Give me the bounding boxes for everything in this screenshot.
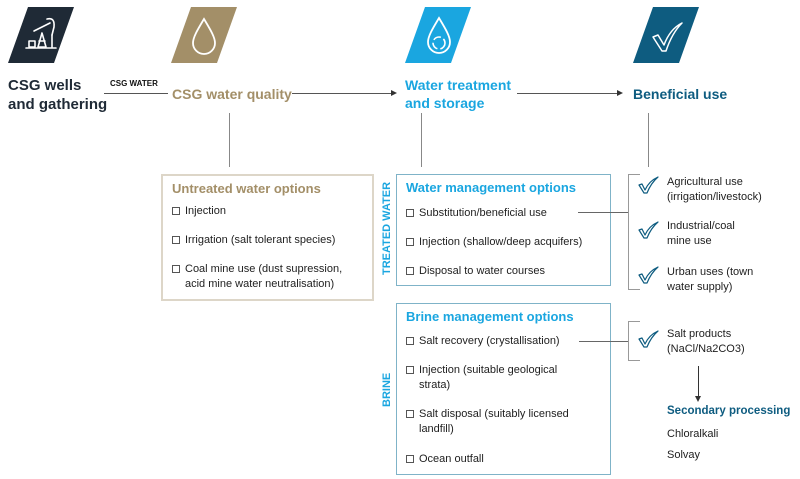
option-text-line: landfill) (419, 423, 454, 435)
use-text-line: (NaCl/Na2CO3) (667, 343, 745, 355)
option-item: Coal mine use (dust supression, acid mine… (172, 262, 342, 292)
option-text: Salt recovery (crystallisation) (419, 335, 560, 347)
option-text: Substitution/beneficial use (419, 207, 547, 219)
stage-icon-csg-wells (8, 7, 74, 63)
secondary-processing-item: Chloralkali (667, 428, 719, 440)
treated-water-side-label: TREATED WATER (381, 181, 393, 275)
option-item: Injection (suitable geological strata) (406, 363, 557, 393)
stage-label-line: CSG wells (8, 77, 82, 94)
use-text-line: (irrigation/livestock) (667, 191, 762, 203)
checkmark-icon (638, 176, 660, 194)
beneficial-use-item: Agricultural use (irrigation/livestock) (667, 175, 762, 205)
option-text: Irrigation (salt tolerant species) (185, 234, 336, 246)
checkbox-icon (406, 410, 414, 418)
option-text: Injection (suitable geological strata) (419, 363, 557, 393)
water-drop-icon (171, 7, 237, 63)
stage-label-line: Water treatment (405, 77, 512, 93)
checkbox-icon (172, 236, 180, 244)
box-title: Untreated water options (172, 181, 321, 196)
connector-line (421, 113, 422, 167)
option-item: Injection (172, 204, 226, 219)
connector-line (517, 93, 617, 94)
option-text: Salt disposal (suitably licensed landfill… (419, 407, 569, 437)
secondary-processing-title: Secondary processing (667, 405, 791, 417)
checkbox-icon (172, 265, 180, 273)
option-item: Disposal to water courses (406, 264, 545, 279)
connector-line (104, 93, 168, 94)
option-text: Injection (shallow/deep acquifers) (419, 236, 583, 248)
connector-line (229, 113, 230, 167)
connector-line (698, 366, 699, 396)
option-text-line: strata) (419, 379, 451, 391)
checkmark-icon (638, 221, 660, 239)
stage-icon-water-treatment (405, 7, 471, 63)
checkbox-icon (406, 455, 414, 463)
brine-management-options-box: Brine management options Salt recovery (… (396, 303, 611, 475)
option-item: Injection (shallow/deep acquifers) (406, 235, 582, 250)
checkmark-icon (638, 330, 660, 348)
checkmark-icon (633, 7, 699, 63)
use-text-line: water supply) (667, 281, 733, 293)
option-text: Coal mine use (dust supression, acid mine… (185, 262, 342, 292)
checkmark-icon (638, 266, 660, 284)
stage-label-csg-wells: CSG wells and gathering (8, 76, 107, 114)
use-text-line: Agricultural use (667, 176, 743, 188)
water-recycle-icon (405, 7, 471, 63)
brine-side-label: BRINE (381, 372, 393, 407)
use-text-line: Urban uses (town (667, 266, 754, 278)
stage-label-beneficial-use: Beneficial use (633, 86, 728, 102)
pump-jack-icon (8, 7, 74, 63)
salt-products-bracket (628, 321, 640, 361)
option-item: Salt disposal (suitably licensed landfill… (406, 407, 569, 437)
connector-line (648, 113, 649, 167)
option-text-line: Coal mine use (dust supression, (185, 263, 343, 275)
connector-line (578, 212, 628, 213)
connector-line (579, 341, 628, 342)
stage-label-water-quality: CSG water quality (172, 86, 292, 102)
checkbox-icon (406, 267, 414, 275)
untreated-water-options-box: Untreated water options Injection Irriga… (161, 174, 374, 301)
water-management-options-box: Water management options Substitution/be… (396, 174, 611, 286)
stage-icon-beneficial-use (633, 7, 699, 63)
salt-products-item: Salt products (NaCl/Na2CO3) (667, 327, 745, 357)
option-item: Salt recovery (crystallisation) (406, 334, 560, 349)
use-text-line: Industrial/coal (667, 220, 735, 232)
stage-icon-water-quality (171, 7, 237, 63)
csg-water-connector-label: CSG WATER (110, 79, 158, 88)
arrow-down-icon (695, 396, 701, 402)
box-title: Water management options (406, 180, 576, 195)
stage-label-line: and storage (405, 95, 485, 111)
beneficial-use-item: Industrial/coal mine use (667, 219, 735, 249)
use-text-line: Salt products (667, 328, 732, 340)
beneficial-use-bracket (628, 174, 640, 290)
stage-label-line: and gathering (8, 96, 108, 113)
option-item: Ocean outfall (406, 452, 484, 467)
beneficial-use-item: Urban uses (town water supply) (667, 265, 753, 295)
option-text-line: Salt disposal (suitably licensed (419, 408, 569, 420)
option-text: Injection (185, 205, 226, 217)
option-item: Substitution/beneficial use (406, 206, 547, 221)
arrow-right-icon (391, 90, 397, 96)
option-item: Irrigation (salt tolerant species) (172, 233, 335, 248)
checkbox-icon (172, 207, 180, 215)
connector-line (292, 93, 391, 94)
secondary-processing-item: Solvay (667, 449, 701, 461)
option-text: Ocean outfall (419, 453, 484, 465)
stage-label-water-treatment: Water treatment and storage (405, 76, 511, 112)
checkbox-icon (406, 366, 414, 374)
option-text-line: Injection (suitable geological (419, 364, 558, 376)
option-text: Disposal to water courses (419, 265, 545, 277)
option-text-line: acid mine water neutralisation) (185, 278, 335, 290)
box-title: Brine management options (406, 309, 574, 324)
use-text-line: mine use (667, 235, 712, 247)
arrow-right-icon (617, 90, 623, 96)
checkbox-icon (406, 337, 414, 345)
checkbox-icon (406, 238, 414, 246)
checkbox-icon (406, 209, 414, 217)
